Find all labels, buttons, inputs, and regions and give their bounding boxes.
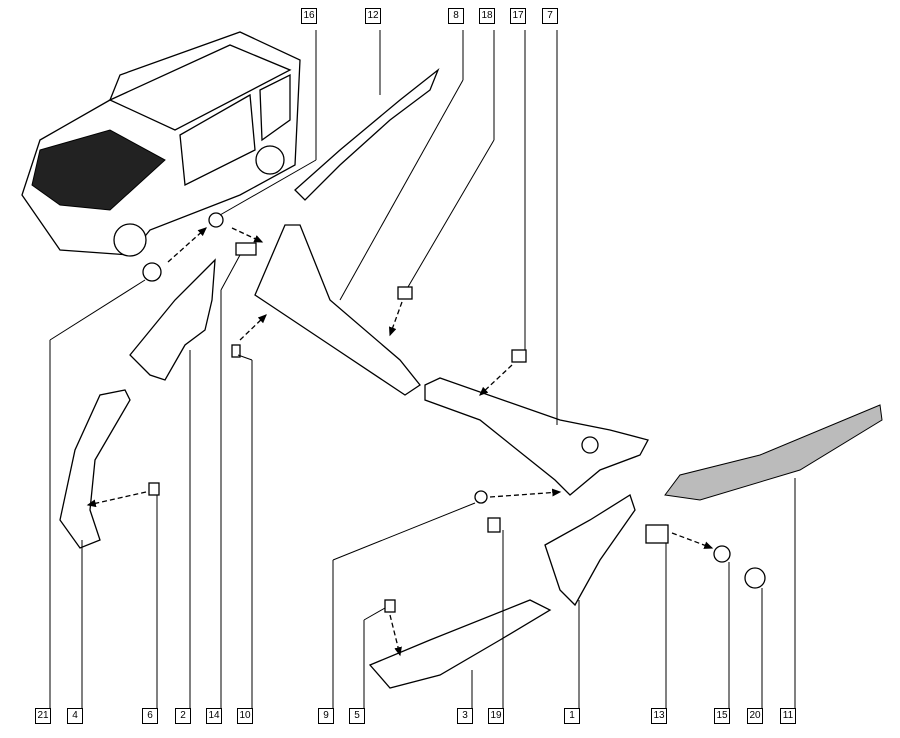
part-1	[544, 494, 636, 607]
callout-13: 13	[651, 708, 667, 724]
part-4	[59, 389, 131, 549]
part-7	[424, 377, 649, 496]
callout-5: 5	[349, 708, 365, 724]
callout-7: 7	[542, 8, 558, 24]
callout-2: 2	[175, 708, 191, 724]
part-11	[664, 404, 883, 501]
part-2	[129, 258, 216, 381]
callout-19: 19	[488, 708, 504, 724]
callout-9: 9	[318, 708, 334, 724]
callout-3: 3	[457, 708, 473, 724]
callout-14: 14	[206, 708, 222, 724]
callout-20: 20	[747, 708, 763, 724]
vehicle-overview	[21, 31, 301, 257]
part-12	[294, 67, 440, 201]
callout-16: 16	[301, 8, 317, 24]
callout-17: 17	[510, 8, 526, 24]
callout-21: 21	[35, 708, 51, 724]
leader-lines	[49, 30, 796, 708]
callout-10: 10	[237, 708, 253, 724]
callout-6: 6	[142, 708, 158, 724]
callout-1: 1	[564, 708, 580, 724]
assembly-arrows	[86, 227, 714, 657]
callout-18: 18	[479, 8, 495, 24]
callout-4: 4	[67, 708, 83, 724]
callout-8: 8	[448, 8, 464, 24]
callout-11: 11	[780, 708, 796, 724]
part-3	[368, 599, 552, 689]
callout-15: 15	[714, 708, 730, 724]
callout-12: 12	[365, 8, 381, 24]
fasteners	[142, 212, 766, 613]
part-8	[254, 224, 421, 396]
